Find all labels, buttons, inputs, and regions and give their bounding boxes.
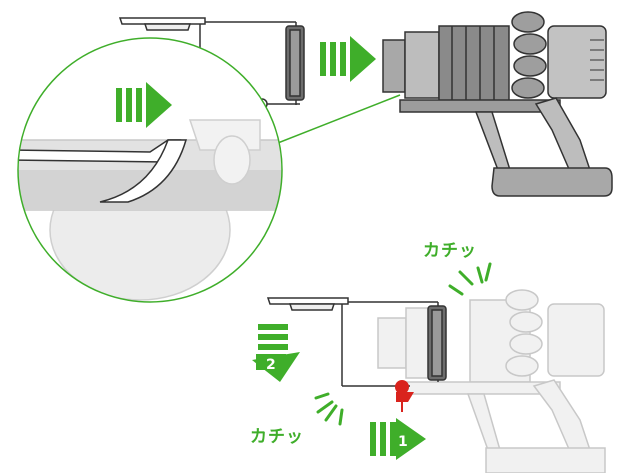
vacuum-top [382, 11, 613, 197]
click-label-bottom: カチッ [250, 427, 304, 447]
click-label-top: カチッ [423, 241, 477, 261]
bracket-bottom [266, 297, 447, 387]
spark-lines-bottom [314, 392, 344, 426]
bracket-top [118, 17, 305, 110]
zoom-circle [17, 37, 283, 303]
spark-lines-top [448, 262, 492, 296]
step2-number: 2 [266, 357, 276, 373]
zoom-detail [18, 38, 282, 302]
arrow-step2-icon [252, 324, 300, 382]
step1-number: 1 [398, 434, 408, 450]
latch-icon [395, 380, 414, 412]
zoom-leader-line [259, 94, 401, 151]
vacuum-bottom-ghost [377, 289, 606, 473]
arrow-step1-icon [370, 418, 426, 460]
arrow-zoom-icon [116, 82, 172, 128]
arrow-top-icon [320, 36, 376, 82]
